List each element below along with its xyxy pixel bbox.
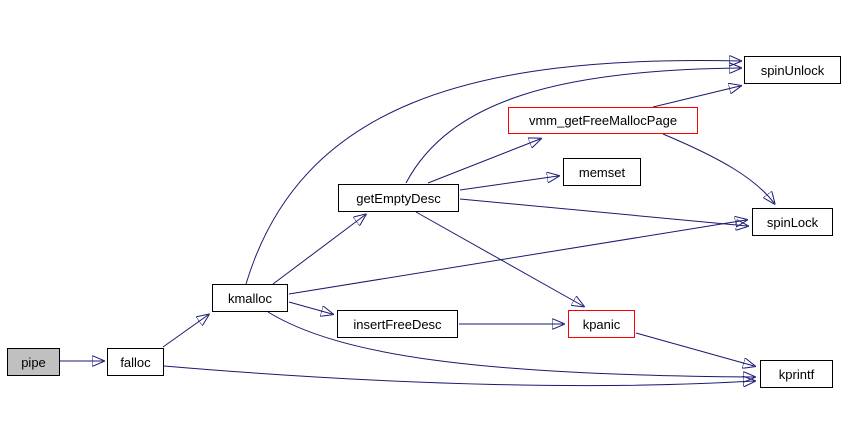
edge-kmalloc-spinLock: [288, 220, 746, 295]
node-label: kpanic: [582, 316, 621, 332]
edge-kmalloc-spinUnlock: [245, 61, 740, 285]
edge-kmalloc-getEmptyDesc: [272, 215, 365, 285]
edge-getEmptyDesc-spinLock: [459, 198, 747, 226]
node-kmalloc[interactable]: kmalloc: [212, 284, 288, 312]
edge-kpanic-kprintf: [635, 332, 754, 366]
edge-vmm_getFreeMallocPage-spinLock: [662, 133, 774, 203]
node-label: kprintf: [778, 366, 815, 382]
node-pipe[interactable]: pipe: [7, 348, 60, 376]
node-label: kmalloc: [227, 290, 273, 306]
edge-getEmptyDesc-kpanic: [415, 211, 583, 306]
node-label: insertFreeDesc: [353, 316, 442, 332]
node-falloc[interactable]: falloc: [107, 348, 164, 376]
node-spinLock[interactable]: spinLock: [752, 208, 833, 236]
node-spinUnlock[interactable]: spinUnlock: [744, 56, 841, 84]
edge-vmm_getFreeMallocPage-spinUnlock: [652, 86, 740, 108]
edge-getEmptyDesc-vmm_getFreeMallocPage: [427, 139, 540, 184]
edge-kmalloc-kprintf: [267, 311, 754, 377]
node-label: memset: [578, 164, 626, 180]
node-vmm_getFreeMallocPage[interactable]: vmm_getFreeMallocPage: [508, 107, 698, 134]
edge-kmalloc-insertFreeDesc: [288, 301, 332, 314]
node-label: pipe: [21, 354, 46, 370]
edge-falloc-kmalloc: [162, 315, 208, 348]
edge-getEmptyDesc-memset: [459, 176, 558, 191]
node-memset[interactable]: memset: [563, 158, 641, 186]
node-getEmptyDesc[interactable]: getEmptyDesc: [338, 184, 459, 212]
node-label: spinLock: [766, 214, 819, 230]
node-kprintf[interactable]: kprintf: [760, 360, 833, 388]
node-label: getEmptyDesc: [356, 190, 441, 206]
edge-getEmptyDesc-spinUnlock: [405, 68, 740, 184]
node-label: vmm_getFreeMallocPage: [528, 113, 678, 128]
node-label: falloc: [120, 354, 151, 370]
node-kpanic[interactable]: kpanic: [568, 310, 635, 338]
edge-falloc-kprintf: [163, 365, 754, 386]
node-insertFreeDesc[interactable]: insertFreeDesc: [337, 310, 458, 338]
node-label: spinUnlock: [760, 62, 825, 78]
